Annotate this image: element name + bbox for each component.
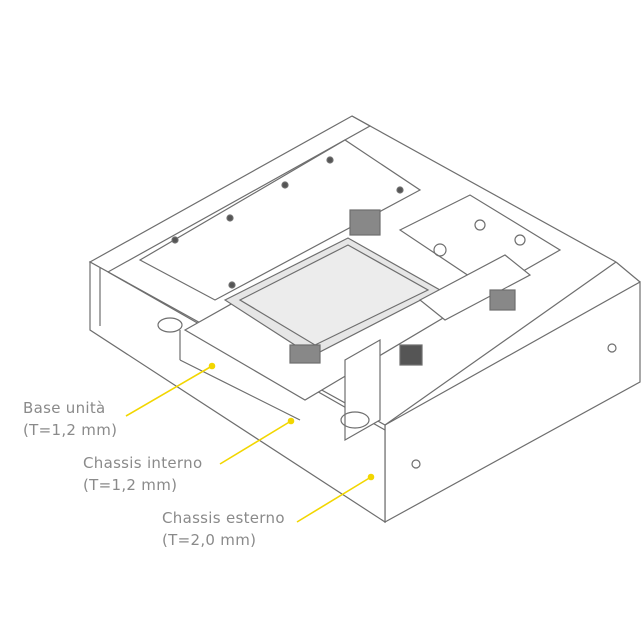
label-thickness: (T=1,2 mm) <box>23 421 118 439</box>
label-thickness: (T=1,2 mm) <box>83 476 178 494</box>
label-chassis-esterno: Chassis esterno (T=2,0 mm) <box>162 507 285 551</box>
outer-chassis <box>88 115 641 524</box>
label-thickness: (T=2,0 mm) <box>162 531 257 549</box>
leader-lines <box>125 362 375 523</box>
label-name: Chassis interno <box>83 454 203 472</box>
inner-components <box>138 139 562 442</box>
label-name: Base unità <box>23 399 106 417</box>
leader-chassis-interno <box>219 420 292 465</box>
label-name: Chassis esterno <box>162 509 285 527</box>
leader-base-unita <box>125 365 213 417</box>
label-chassis-interno: Chassis interno (T=1,2 mm) <box>83 452 202 496</box>
leader-chassis-esterno <box>296 476 372 523</box>
label-base-unita: Base unità (T=1,2 mm) <box>23 397 117 441</box>
